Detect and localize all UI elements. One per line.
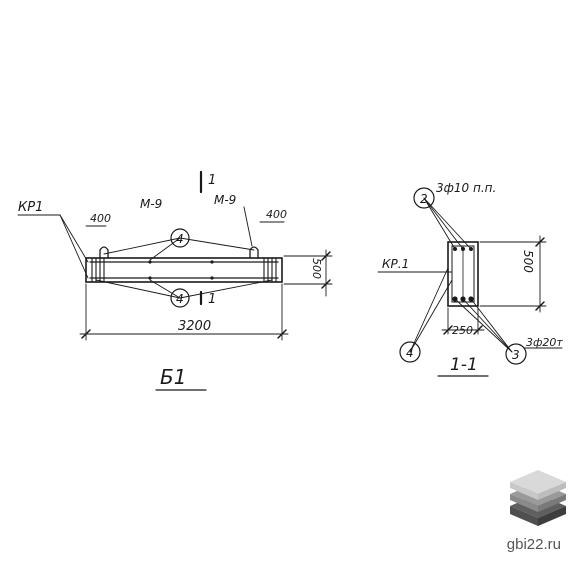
logo-layer-middle-right — [538, 494, 566, 512]
callout-4-bottom-label: 4 — [176, 292, 184, 306]
callout-4-bottom-circle — [170, 288, 190, 308]
loop-label-right: М-9 — [214, 193, 236, 207]
cage-tag-elevation: КР1 — [18, 200, 43, 215]
callout-3-circle — [505, 343, 527, 365]
dimension-length — [79, 283, 289, 341]
beam-elevation: КР1 400 М-9 1 М-9 400 4 4 1 3200 500 Б1 — [17, 170, 333, 391]
callout-2-circle — [413, 187, 435, 209]
logo-layer-bottom-right — [538, 506, 566, 526]
leader-lines-elevation — [17, 206, 273, 299]
beam-section: 2 3ф10 п.п. КР.1 500 250 4 3 3ф20т 1-1 — [377, 181, 563, 377]
end-stirrups-left — [91, 257, 105, 283]
dimension-offsets — [85, 221, 285, 227]
section-dim-width-label: 250 — [452, 324, 473, 337]
section-dim-width — [441, 307, 485, 335]
dimension-height — [283, 249, 333, 297]
section-mark-top: 1 — [208, 173, 216, 188]
beam-outline — [85, 257, 283, 283]
logo-layer-middle-left — [510, 494, 538, 512]
dim-right-offset: 400 — [266, 208, 287, 221]
lifting-loop-left — [99, 246, 109, 259]
callout-2-label: 2 — [420, 192, 428, 206]
section-label: 1-1 — [450, 355, 478, 375]
lifting-loop-right — [249, 246, 259, 259]
dim-left-offset: 400 — [90, 212, 111, 225]
site-watermark-text: gbi22.ru — [506, 536, 561, 553]
cage-tag-section: КР.1 — [382, 257, 409, 271]
callout-2-spec: 3ф10 п.п. — [436, 181, 496, 195]
site-logo-icon — [510, 470, 566, 526]
section-dim-height-label: 500 — [521, 250, 535, 273]
logo-layer-top-right — [538, 482, 566, 500]
end-stirrups-right — [263, 257, 277, 283]
section-dim-height — [479, 235, 547, 313]
dim-height-elevation: 500 — [310, 258, 323, 279]
callout-4-section-circle — [399, 341, 421, 363]
logo-layer-bottom-left — [510, 506, 538, 526]
callout-4-section-label: 4 — [406, 346, 414, 360]
callout-3-spec: 3ф20т — [526, 336, 563, 349]
callout-4-top-label: 4 — [176, 232, 184, 246]
callout-4-top-circle — [170, 228, 190, 248]
logo-layer-top-left — [510, 482, 538, 500]
callout-3-label: 3 — [512, 348, 520, 362]
loop-label-left: М-9 — [140, 197, 162, 211]
section-mark-bottom: 1 — [208, 292, 216, 307]
bar-dots — [148, 260, 214, 280]
elevation-label: Б1 — [160, 365, 186, 389]
dim-length: 3200 — [178, 319, 211, 334]
